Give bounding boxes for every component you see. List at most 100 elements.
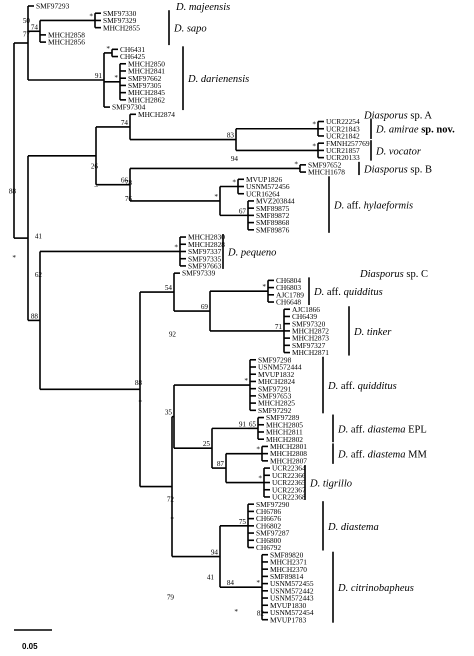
support-value: 71 (275, 323, 283, 331)
tip-label: MHCH2801 (270, 442, 307, 451)
support-value: 92 (169, 331, 177, 339)
tip-label: USNM572442 (270, 586, 314, 595)
clade-label: D. sapo (173, 24, 207, 35)
clade-label: D. citrinobapheus (337, 583, 414, 594)
tip-label: UCR21843 (326, 124, 360, 133)
tip-label: MHCH2862 (128, 95, 165, 104)
tip-label: SMF89876 (256, 225, 290, 234)
tip-label: SMF97335 (188, 254, 222, 263)
support-value: – (93, 182, 98, 190)
support-value: 82 (257, 609, 265, 617)
clade-label: D. majeensis (175, 2, 230, 13)
support-value: 94 (211, 549, 219, 557)
clade-label: D. aff. diastema EPL (337, 424, 427, 435)
tip-label: MHCH2858 (48, 30, 85, 39)
support-value: * (114, 74, 118, 82)
tip-label: CH6800 (256, 536, 281, 545)
tip-label: SMF97339 (182, 269, 216, 278)
support-value: 54 (165, 284, 173, 292)
tip-label: CH6431 (120, 45, 145, 54)
support-value: 88 (9, 188, 17, 196)
tip-label: MHCH2871 (292, 348, 329, 357)
support-value: 88 (135, 379, 143, 387)
support-value: * (174, 243, 178, 251)
tip-label: SMF97653 (258, 391, 292, 400)
tip-label: MHCH2828 (188, 240, 225, 249)
support-value: 66 (121, 177, 129, 185)
clade-label: D. pequeno (227, 247, 276, 258)
tip-label: CH6804 (276, 276, 301, 285)
tip-label: SMF97337 (188, 247, 222, 256)
tip-label: CH6439 (292, 312, 317, 321)
support-value: 25 (203, 440, 211, 448)
tip-label: CH6648 (276, 298, 301, 307)
tip-label: MHCH2808 (270, 449, 307, 458)
tip-labels: SMF97293SMF97330SMF97329MHCH2855MHCH2858… (36, 2, 370, 625)
support-value: * (106, 45, 110, 53)
tip-label: AJC1789 (276, 290, 304, 299)
support-value: * (234, 608, 238, 616)
support-values: *74**91**8374**67*66**716954*6591**87253… (9, 12, 317, 617)
tip-label: SMF97287 (256, 529, 290, 538)
tip-label: UCR22364 (272, 464, 306, 473)
support-value: * (89, 12, 93, 20)
tip-label: USNM572454 (270, 608, 314, 617)
clade-label: D. diastema (327, 522, 379, 533)
support-value: 91 (95, 72, 103, 80)
tip-label: SMF89868 (256, 218, 290, 227)
tip-label: SMF89814 (270, 572, 304, 581)
support-value: * (312, 142, 316, 150)
support-value: 41 (207, 573, 215, 581)
support-value: 74 (121, 119, 129, 127)
support-value: 91 (239, 420, 247, 428)
clade-label: D. aff. quidditus (313, 287, 383, 298)
scale-bar: 0.05 (14, 629, 52, 651)
tip-label: UCR21842 (326, 132, 360, 141)
tip-label: SMF97292 (258, 406, 292, 415)
tip-label: USNM572456 (246, 182, 290, 191)
tip-label: UCR22365 (272, 478, 306, 487)
tip-label: SMF89820 (270, 550, 304, 559)
clade-labels: D. majeensis D. sapo D. darienensisDiaspor… (173, 2, 455, 594)
tip-label: MHCH2841 (128, 67, 165, 76)
tip-label: UCR16264 (246, 189, 280, 198)
tip-label: MHCH2872 (292, 327, 329, 336)
support-value: * (294, 160, 298, 168)
scale-bar-label: 0.05 (22, 642, 38, 651)
tip-label: MHCH2807 (270, 456, 307, 465)
clade-bars (168, 10, 372, 623)
support-value: * (232, 179, 236, 187)
tip-label: MHCH2856 (48, 38, 85, 47)
tip-label: SMF97304 (112, 103, 146, 112)
support-value: 74 (31, 23, 39, 31)
support-value: * (258, 475, 262, 483)
tip-label: SMF89872 (256, 211, 290, 220)
tip-label: MHCH2824 (258, 377, 295, 386)
tip-label: UCR22367 (272, 485, 306, 494)
tip-label: CH6676 (256, 514, 281, 523)
support-value: 87 (217, 460, 225, 468)
support-value: 26 (91, 162, 99, 170)
tip-label: FMNH257769 (326, 139, 370, 148)
support-value: 76 (125, 195, 133, 203)
tip-label: AJC1866 (292, 305, 320, 314)
tip-label: UCR22368 (272, 493, 306, 502)
clade-label: Diasporus sp. B (363, 164, 432, 175)
support-value: 77 (23, 30, 31, 38)
tip-label: MVZ203844 (256, 197, 295, 206)
support-value: 79 (167, 593, 175, 601)
support-value: 83 (227, 132, 235, 140)
tip-label: SMF97293 (36, 2, 70, 11)
support-value: * (12, 254, 16, 262)
clade-label: Diasporus sp. A (363, 110, 432, 121)
tip-label: MHCH2805 (266, 420, 303, 429)
support-value: 50 (23, 17, 31, 25)
support-value: 94 (231, 155, 239, 163)
tip-label: SMF97329 (103, 16, 137, 25)
clade-label: D. darienensis (187, 74, 249, 85)
tree-branches (13, 5, 324, 621)
clade-label: D. aff. diastema MM (337, 450, 427, 461)
support-value: 72 (167, 495, 175, 503)
tip-label: SMF97663 (188, 262, 222, 271)
